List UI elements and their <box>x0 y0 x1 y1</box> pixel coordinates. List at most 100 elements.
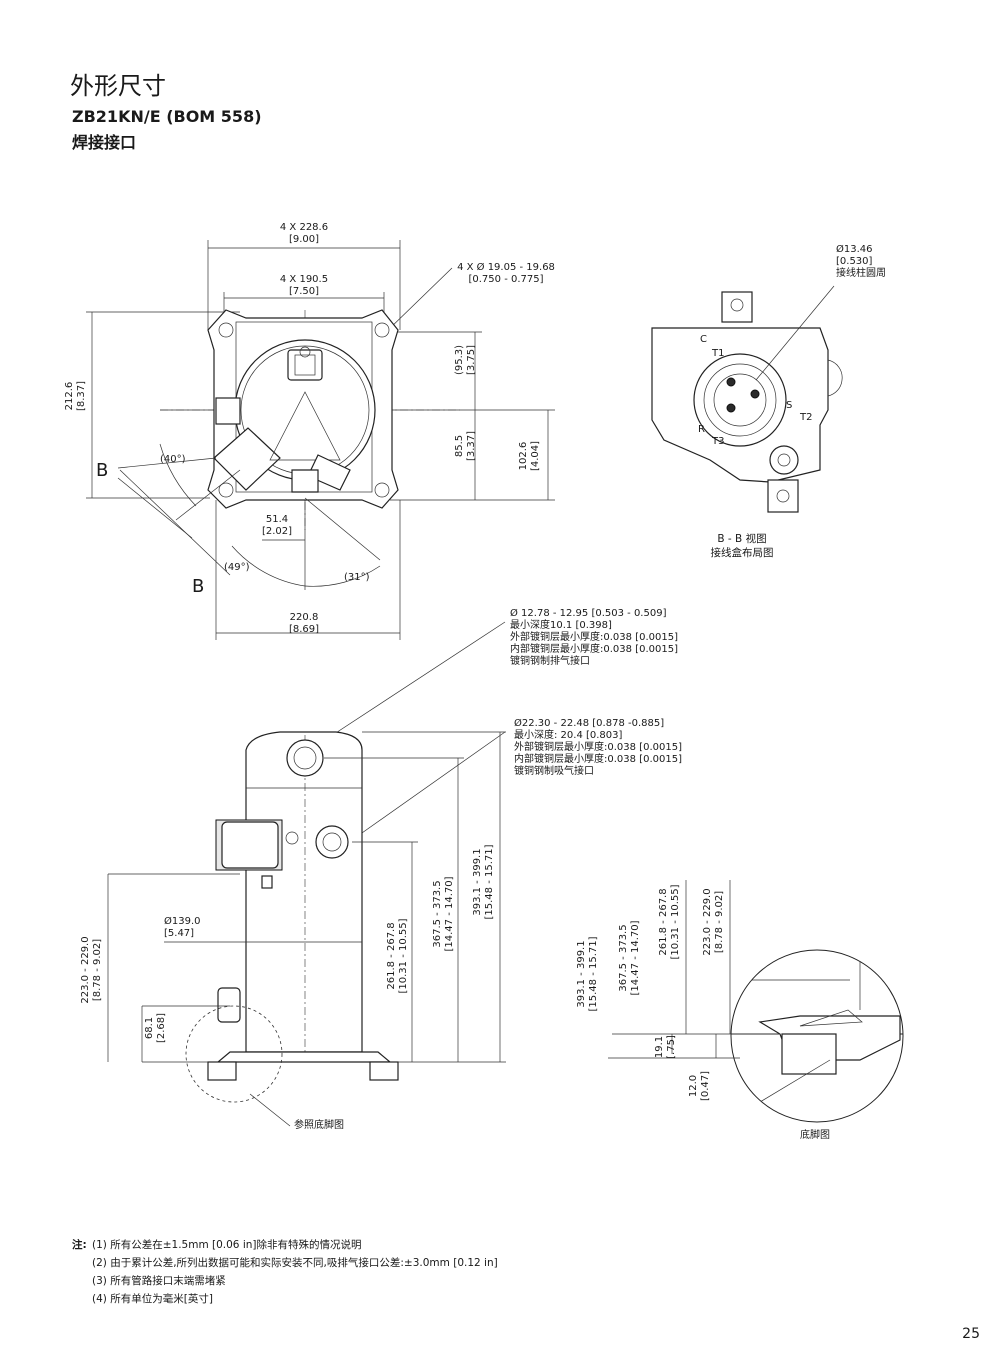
dim-mm: 261.8 - 267.8 <box>386 922 397 990</box>
dim-label: 接线柱圆周 <box>836 268 886 279</box>
spec-line: 镀铜钢制吸气接口 <box>514 766 594 777</box>
terminal-c: C <box>700 334 707 345</box>
note-num: (1) <box>92 1239 107 1251</box>
terminal-t2: T2 <box>800 412 813 423</box>
note-num: (2) <box>92 1257 107 1269</box>
terminal-t1: T1 <box>712 348 725 359</box>
dim-inch: [9.00] <box>288 234 320 245</box>
dim-mm: 261.8 - 267.8 <box>658 888 669 956</box>
note-list: (1) 所有公差在±1.5mm [0.06 in]除非有特殊的情况说明 (2) … <box>92 1236 498 1308</box>
dim-mm: 212.6 <box>64 381 75 411</box>
dim-mm: 102.6 <box>518 441 529 471</box>
dim-mm: 85.5 <box>454 434 465 458</box>
junction-box-caption: B - B 视图 接线盒布局图 <box>690 532 794 560</box>
dim-95-3: (95.3) [3.75] <box>454 330 478 390</box>
dim-inch: [0.750 - 0.775] <box>468 274 544 285</box>
dim-228-6: 4 X 228.6 [9.00] <box>272 222 336 246</box>
angle-40: (40°) <box>160 454 186 465</box>
dim-212-6: 212.6 [8.37] <box>64 366 88 426</box>
dim-393-side: 393.1 - 399.1 [15.48 - 15.71] <box>472 842 496 922</box>
spec-line: 最小深度: 20.4 [0.803] <box>514 730 623 741</box>
caption-line: B - B 视图 <box>717 533 767 545</box>
dim-mm: 19.1 <box>654 1035 665 1059</box>
dim-mm: Ø13.46 <box>836 244 873 255</box>
terminal-r: R <box>698 424 705 435</box>
suction-spec: Ø22.30 - 22.48 [0.878 -0.885] 最小深度: 20.4… <box>514 718 682 778</box>
dim-102-6: 102.6 [4.04] <box>518 426 542 486</box>
spec-line: 外部镀铜层最小厚度:0.038 [0.0015] <box>514 742 682 753</box>
dim-inch: [5.47] <box>164 928 195 939</box>
note-num: (4) <box>92 1293 107 1305</box>
dim-220-8: 220.8 [8.69] <box>276 612 332 636</box>
notes-prefix: 注: <box>72 1239 87 1251</box>
note-text: 所有单位为毫米[英寸] <box>110 1293 213 1305</box>
hole-spec: 4 X Ø 19.05 - 19.68 [0.750 - 0.775] <box>454 262 558 286</box>
dim-mm: 4 X Ø 19.05 - 19.68 <box>457 262 555 273</box>
dim-mm: (95.3) <box>454 344 465 376</box>
spec-line: 镀铜钢制排气接口 <box>510 656 590 667</box>
dim-inch: [0.530] <box>836 256 873 267</box>
dim-mm: 51.4 <box>265 514 289 525</box>
dim-mm: 4 X 190.5 <box>279 274 329 285</box>
dim-inch: [14.47 - 14.70] <box>630 920 641 996</box>
model-name: ZB21KN/E (BOM 558) <box>72 107 262 126</box>
foot-view-caption: 底脚图 <box>800 1130 830 1141</box>
dim-inch: [14.47 - 14.70] <box>444 876 455 952</box>
notes: 注: <box>72 1236 87 1254</box>
dim-mm: 367.5 - 373.5 <box>618 924 629 992</box>
dim-inch: [0.47] <box>700 1070 711 1102</box>
dim-261-foot: 261.8 - 267.8 [10.31 - 10.55] <box>658 882 682 962</box>
note-num: (3) <box>92 1275 107 1287</box>
dim-inch: [15.48 - 15.71] <box>588 936 599 1012</box>
dim-inch: [3.37] <box>466 430 477 462</box>
dim-inch: [2.02] <box>261 526 293 537</box>
dim-inch: [8.78 - 9.02] <box>92 938 103 1002</box>
angle-49: (49°) <box>224 562 250 573</box>
connection-type: 焊接接口 <box>72 133 137 152</box>
page-title: 外形尺寸 <box>70 72 166 100</box>
note-item: (4) 所有单位为毫米[英寸] <box>92 1290 498 1308</box>
dim-inch: [3.75] <box>466 344 477 376</box>
dim-mm: 12.0 <box>688 1074 699 1098</box>
note-text: 所有公差在±1.5mm [0.06 in]除非有特殊的情况说明 <box>110 1239 362 1251</box>
shell-diameter: Ø139.0 [5.47] <box>164 916 201 940</box>
dim-inch: [7.50] <box>288 286 320 297</box>
dim-367-side: 367.5 - 373.5 [14.47 - 14.70] <box>432 874 456 954</box>
dim-mm: 68.1 <box>144 1016 155 1040</box>
dim-51-4: 51.4 [2.02] <box>252 514 302 538</box>
note-item: (3) 所有管路接口末端需堵紧 <box>92 1272 498 1290</box>
angle-31: (31°) <box>344 572 370 583</box>
top-view <box>86 240 555 640</box>
dim-mm: 223.0 - 229.0 <box>702 888 713 956</box>
dim-85-5: 85.5 [3.37] <box>454 416 478 476</box>
spec-line: 内部镀铜层最小厚度:0.038 [0.0015] <box>510 644 678 655</box>
dim-inch: [10.31 - 10.55] <box>670 884 681 960</box>
dim-inch: [8.37] <box>76 380 87 412</box>
dim-261-side: 261.8 - 267.8 [10.31 - 10.55] <box>386 916 410 996</box>
side-view <box>107 621 506 1127</box>
dim-inch: [2.68] <box>156 1012 167 1044</box>
dim-inch: [8.69] <box>288 624 320 635</box>
section-marker-b-top: B <box>96 460 109 481</box>
spec-line: 内部镀铜层最小厚度:0.038 [0.0015] <box>514 754 682 765</box>
dim-inch: [8.78 - 9.02] <box>714 890 725 954</box>
junction-box-view <box>651 285 843 513</box>
dim-12-0: 12.0 [0.47] <box>688 1066 712 1106</box>
page-number: 25 <box>962 1326 980 1342</box>
dim-393-foot: 393.1 - 399.1 [15.48 - 15.71] <box>576 934 600 1014</box>
terminal-s: S <box>786 400 793 411</box>
spec-line: Ø 12.78 - 12.95 [0.503 - 0.509] <box>510 608 667 619</box>
dim-223-foot: 223.0 - 229.0 [8.78 - 9.02] <box>702 882 726 962</box>
spec-line: 外部镀铜层最小厚度:0.038 [0.0015] <box>510 632 678 643</box>
dim-190-5: 4 X 190.5 [7.50] <box>272 274 336 298</box>
spec-line: 最小深度10.1 [0.398] <box>510 620 612 631</box>
dim-mm: 393.1 - 399.1 <box>576 940 587 1008</box>
dim-mm: Ø139.0 <box>164 916 201 927</box>
dim-mm: 223.0 - 229.0 <box>80 936 91 1004</box>
section-marker-b-bottom: B <box>192 576 205 597</box>
dim-mm: 220.8 <box>289 612 319 623</box>
dim-68-1: 68.1 [2.68] <box>144 1008 168 1048</box>
dim-mm: 367.5 - 373.5 <box>432 880 443 948</box>
note-text: 由于累计公差,所列出数据可能和实际安装不同,吸排气接口公差:±3.0mm [0.… <box>110 1257 498 1269</box>
